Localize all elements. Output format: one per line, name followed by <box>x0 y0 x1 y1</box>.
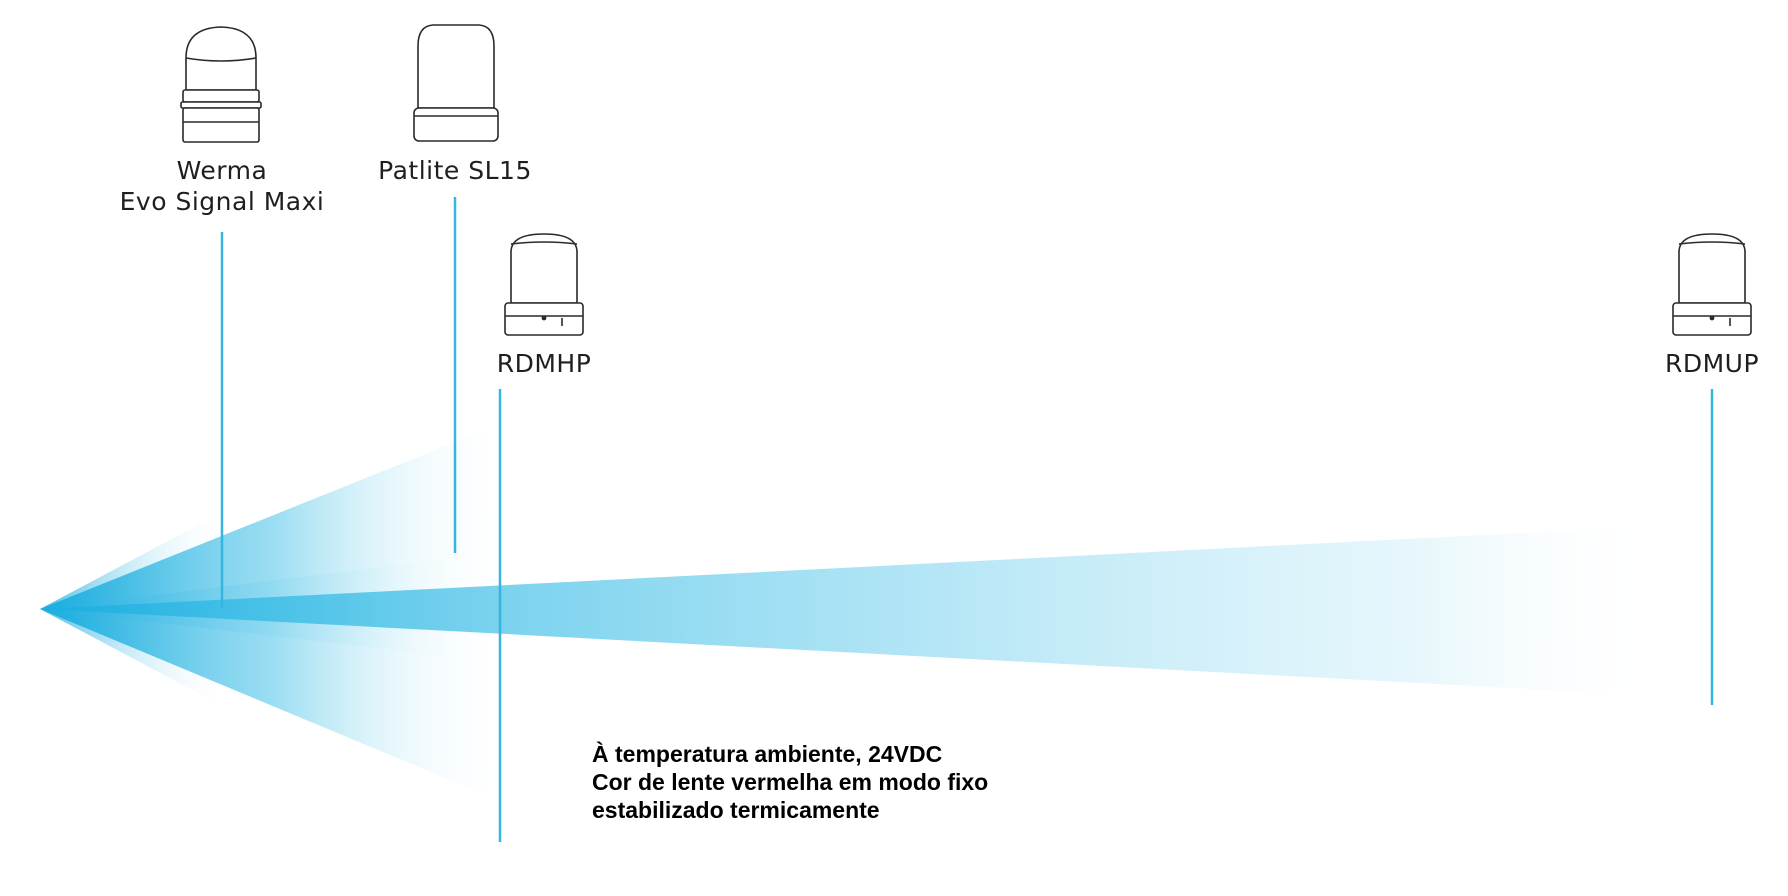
rdmhp-beacon-icon <box>504 233 584 336</box>
device-label-werma: Werma Evo Signal Maxi <box>112 155 332 217</box>
device-label-patlite: Patlite SL15 <box>365 155 545 186</box>
rdmhp-label: RDMHP <box>496 349 592 378</box>
rdmup-label: RDMUP <box>1664 349 1760 378</box>
conditions-note: À temperatura ambiente, 24VDC Cor de len… <box>592 740 988 824</box>
rdmup-beacon-icon <box>1672 233 1752 336</box>
device-label-rdmhp: RDMHP <box>484 348 604 379</box>
patlite-label: Patlite SL15 <box>378 156 532 185</box>
werma-label-line2: Evo Signal Maxi <box>119 187 325 216</box>
werma-label-line1: Werma <box>176 156 268 185</box>
device-label-rdmup: RDMUP <box>1652 348 1772 379</box>
note-line-3: estabilizado termicamente <box>592 797 880 823</box>
werma-beacon-icon <box>180 26 262 143</box>
beam-rdmup <box>40 526 1660 696</box>
patlite-beacon-icon <box>413 24 499 142</box>
note-line-1: À temperatura ambiente, 24VDC <box>592 741 943 767</box>
note-line-2: Cor de lente vermelha em modo fixo <box>592 769 989 795</box>
